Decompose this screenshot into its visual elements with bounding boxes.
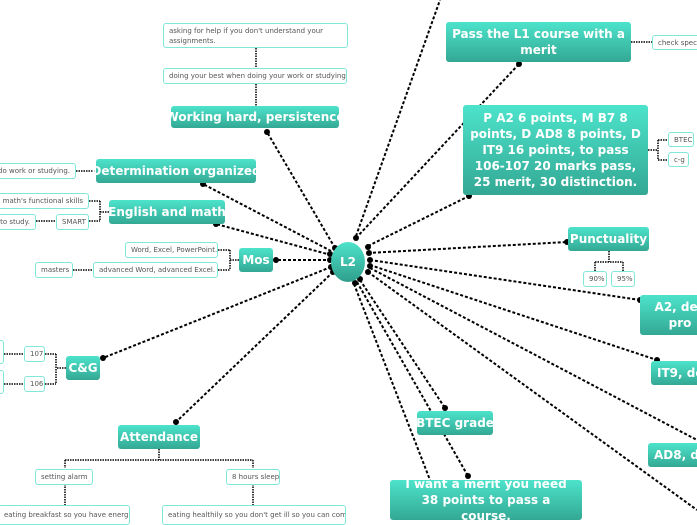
topic-points[interactable]: P A2 6 points, M B7 8 points, D AD8 8 po… xyxy=(463,105,648,195)
leaf-functional-skills[interactable]: , math's functional skills xyxy=(0,193,89,209)
topic-merit-goal[interactable]: I want a merit you need 38 points to pas… xyxy=(390,477,582,523)
topic-cg[interactable]: C&G xyxy=(66,356,100,380)
leaf-106[interactable]: 106 xyxy=(24,376,45,392)
leaf-eating-healthily[interactable]: eating healthily so you don't get ill so… xyxy=(162,505,346,525)
leaf-cut-left-1[interactable] xyxy=(0,340,4,364)
topic-determination[interactable]: Determination organized xyxy=(91,159,261,183)
topic-english-math[interactable]: English and math xyxy=(108,200,226,224)
leaf-cut-left-2[interactable] xyxy=(0,370,4,394)
topic-pass-l1[interactable]: Pass the L1 course with a merit xyxy=(446,22,631,62)
leaf-90[interactable]: 90% xyxy=(583,271,607,287)
topic-punctuality[interactable]: Punctuality xyxy=(568,227,649,251)
leaf-office-basic[interactable]: Word, Excel, PowerPoint. xyxy=(125,242,218,258)
leaf-btec[interactable]: BTEC xyxy=(668,132,694,147)
leaf-cg[interactable]: c-g xyxy=(668,152,689,167)
leaf-8-hours-sleep[interactable]: 8 hours sleep xyxy=(226,469,280,485)
topic-mos[interactable]: Mos xyxy=(239,248,273,272)
leaf-office-advanced[interactable]: advanced Word, advanced Excel. xyxy=(93,262,218,278)
leaf-to-study[interactable]: to study. xyxy=(0,214,36,230)
topic-a2[interactable]: A2, dev pro xyxy=(640,295,697,335)
leaf-107[interactable]: 107 xyxy=(24,346,45,362)
leaf-doing-best[interactable]: doing your best when doing your work or … xyxy=(163,68,347,84)
leaf-check-spec[interactable]: check specif xyxy=(652,35,697,50)
leaf-asking-help[interactable]: asking for help if you don't understand … xyxy=(163,23,348,48)
topic-attendance[interactable]: Attendance xyxy=(118,425,200,449)
topic-btec-grade[interactable]: BTEC grade xyxy=(416,411,494,435)
leaf-eating-breakfast[interactable]: eating breakfast so you have energy xyxy=(0,505,130,525)
leaf-95[interactable]: 95% xyxy=(611,271,635,287)
topic-it9[interactable]: IT9, de xyxy=(651,361,697,385)
central-topic[interactable]: L2 xyxy=(331,242,365,282)
leaf-masters[interactable]: masters xyxy=(35,262,73,278)
leaf-work-studying[interactable]: do work or studying. xyxy=(0,163,76,179)
leaf-smart[interactable]: SMART xyxy=(56,214,89,230)
topic-ad8[interactable]: AD8, de xyxy=(648,443,697,467)
topic-working-hard[interactable]: Working hard, persistence xyxy=(166,106,345,128)
leaf-setting-alarm[interactable]: setting alarm xyxy=(35,469,93,485)
